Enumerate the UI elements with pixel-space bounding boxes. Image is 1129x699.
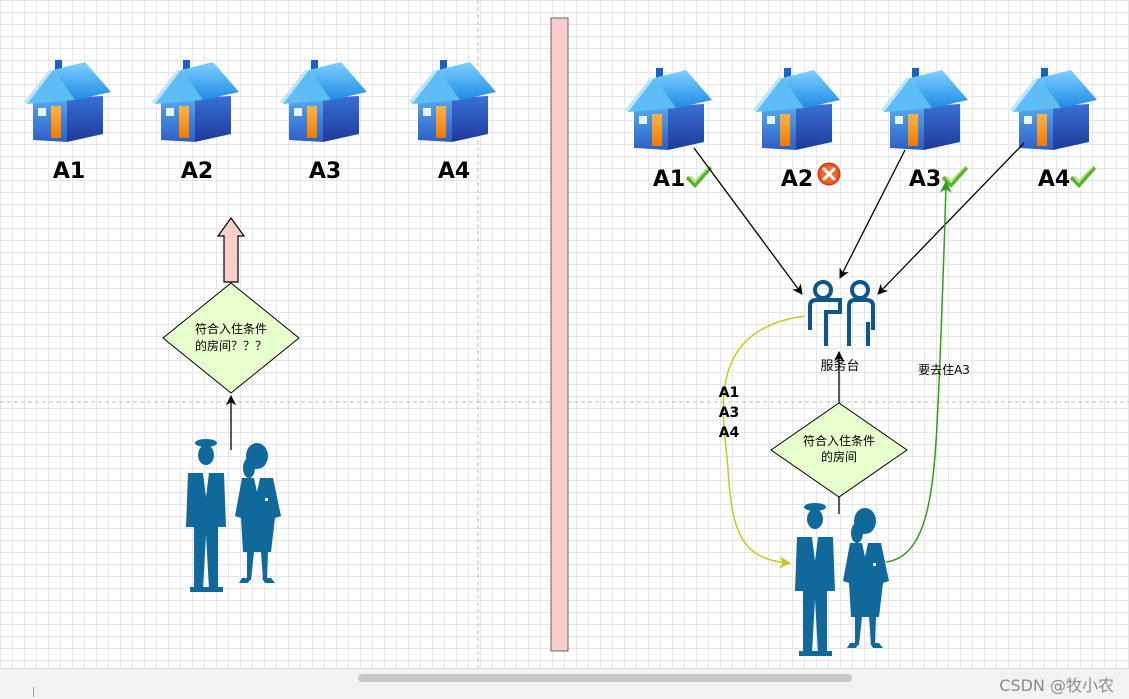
- left-house-a2[interactable]: A2: [152, 60, 239, 184]
- result-item: A4: [719, 425, 740, 441]
- rejected-icon: [817, 162, 841, 186]
- woman-icon: [235, 443, 281, 583]
- arrow-a3-to-desk[interactable]: [839, 149, 906, 279]
- editor-status-bar: [0, 668, 1129, 699]
- arrow-a4-to-desk[interactable]: [877, 142, 1025, 295]
- house-icon: [753, 68, 840, 150]
- arrow-a1-to-desk[interactable]: [693, 147, 803, 295]
- check-icon: [685, 165, 713, 189]
- choice-label: 要去住A3: [918, 363, 970, 377]
- diagram-svg: A1 A2 A3 A4 符合入住条件 的房间？？？ A1 A2: [0, 0, 1129, 668]
- decision-text-line2: 的房间？？？: [195, 338, 267, 353]
- left-guests[interactable]: [186, 439, 281, 592]
- right-house-a2[interactable]: A2: [753, 68, 841, 192]
- result-list: A1 A3 A4: [719, 385, 740, 441]
- result-arrow[interactable]: [722, 315, 806, 569]
- man-icon: [795, 503, 835, 656]
- service-desk[interactable]: 服务台: [808, 280, 875, 374]
- left-decision[interactable]: 符合入住条件 的房间？？？: [162, 282, 300, 394]
- house-icon: [409, 60, 496, 142]
- right-house-a4[interactable]: A4: [1010, 68, 1097, 192]
- decision-text-line1: 符合入住条件: [195, 321, 267, 336]
- right-house-a3[interactable]: A3: [881, 68, 969, 192]
- woman-icon: [843, 508, 889, 648]
- left-house-label: A2: [181, 159, 213, 184]
- house-icon: [1010, 68, 1097, 150]
- panel-divider[interactable]: [550, 17, 569, 652]
- choice-arrow[interactable]: [885, 180, 952, 563]
- right-house-label: A2: [781, 167, 813, 192]
- result-item: A1: [719, 385, 740, 401]
- man-icon: [186, 439, 226, 592]
- watermark: CSDN @牧小农: [999, 676, 1114, 695]
- check-icon: [1069, 165, 1097, 189]
- left-house-a4[interactable]: A4: [409, 60, 496, 184]
- house-icon: [625, 68, 712, 150]
- scroll-tick: [33, 687, 34, 697]
- right-house-label: A3: [909, 167, 941, 192]
- decision-diamond: [162, 282, 300, 394]
- house-icon: [152, 60, 239, 142]
- decision-text-line1: 符合入住条件: [803, 433, 875, 448]
- house-icon: [881, 68, 968, 150]
- result-item: A3: [719, 405, 740, 421]
- left-house-a1[interactable]: A1: [24, 60, 111, 184]
- diagram-canvas[interactable]: A1 A2 A3 A4 符合入住条件 的房间？？？ A1 A2: [0, 0, 1129, 668]
- service-desk-icon: [808, 280, 875, 346]
- left-house-label: A4: [438, 159, 470, 184]
- horizontal-scrollbar[interactable]: [358, 674, 852, 682]
- right-decision[interactable]: 符合入住条件 的房间: [770, 402, 908, 498]
- right-house-a1[interactable]: A1: [625, 68, 713, 192]
- house-icon: [24, 60, 111, 142]
- left-house-label: A3: [309, 159, 341, 184]
- left-house-a3[interactable]: A3: [280, 60, 367, 184]
- left-house-label: A1: [53, 159, 85, 184]
- house-icon: [280, 60, 367, 142]
- right-house-label: A1: [653, 167, 685, 192]
- right-house-label: A4: [1038, 167, 1070, 192]
- up-block-arrow[interactable]: [216, 216, 246, 283]
- service-desk-label: 服务台: [820, 358, 859, 374]
- right-guests[interactable]: [795, 503, 889, 656]
- decision-text-line2: 的房间: [821, 449, 857, 464]
